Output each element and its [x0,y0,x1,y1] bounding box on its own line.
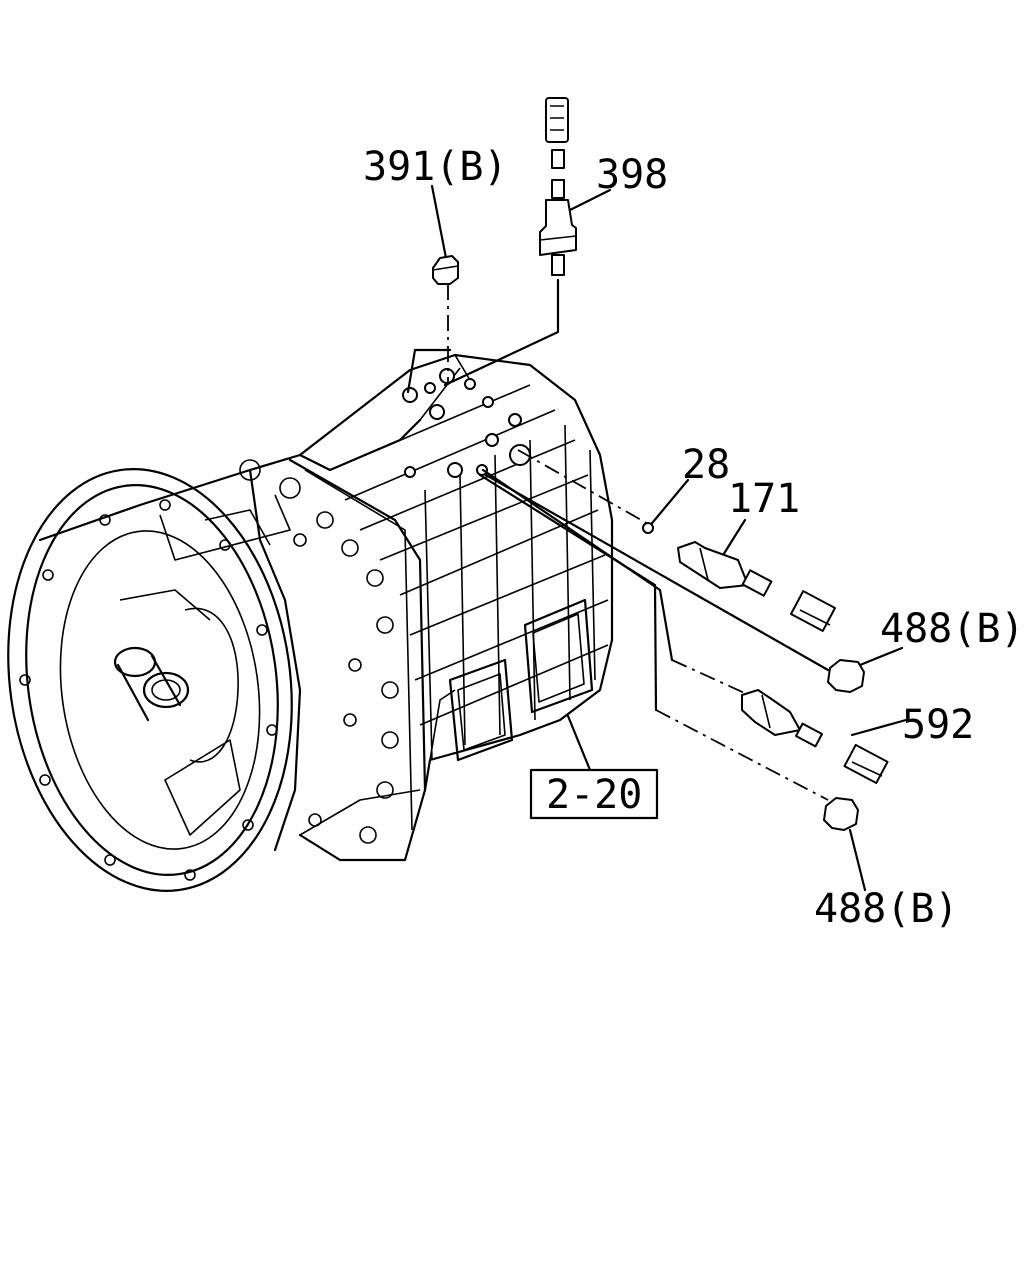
label-28: 28 [682,442,730,488]
oring-28 [642,522,654,534]
label-488b-top: 488(B) [880,606,1024,652]
switch-592 [741,689,889,785]
leader-lines [406,184,908,892]
label-488b-bottom: 488(B) [814,886,959,932]
switch-398 [539,97,577,276]
label-592: 592 [902,702,974,748]
reference-box-2-20[interactable]: 2-20 [529,768,659,820]
label-171: 171 [728,476,800,522]
switch-171 [677,541,836,632]
label-398: 398 [596,152,668,198]
plug-488b-top [827,659,865,693]
plug-488b-bottom [823,797,859,831]
label-391b: 391(B) [363,144,508,190]
transmission-housing [7,353,614,892]
reference-label: 2-20 [546,772,642,818]
plug-391b [432,255,459,285]
